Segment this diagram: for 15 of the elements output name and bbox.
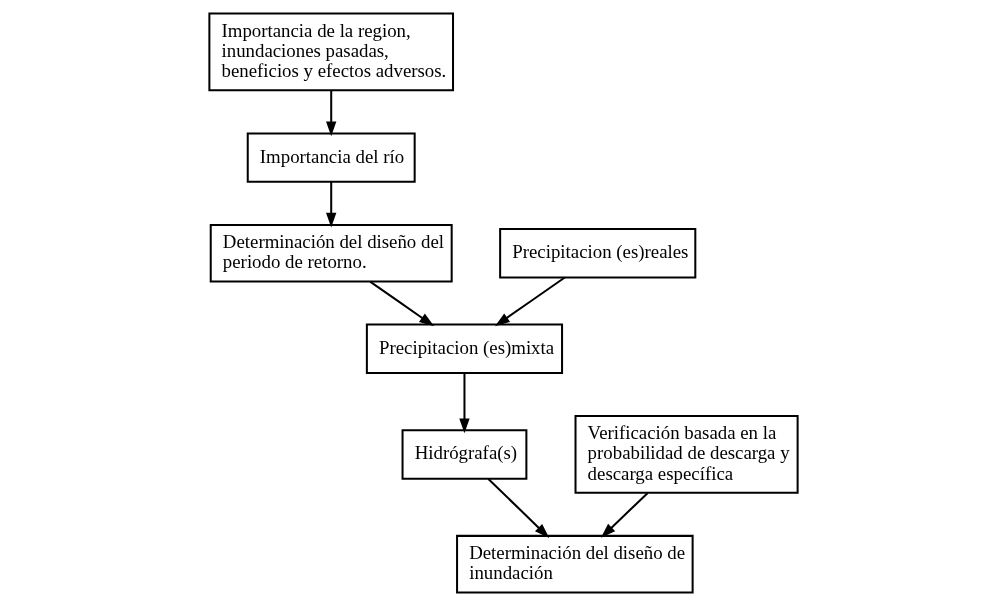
arrow: [487, 478, 549, 538]
node-box: Importancia del río: [246, 132, 416, 183]
arrow: [458, 373, 470, 434]
node-box: Determinación del diseño del periodo de retorno.: [209, 223, 453, 283]
node-box: Hidrógrafa(s): [401, 429, 527, 480]
arrow: [600, 492, 648, 538]
arrow: [494, 276, 565, 327]
arrow: [325, 90, 336, 137]
node-box: Precipitacion (es)reales: [498, 227, 696, 279]
node-box: Determinación del diseño de inundación: [455, 534, 694, 594]
node-box: Importancia de la region, inundaciones pasadas, beneficios y efectos adversos.: [207, 12, 454, 92]
node-box: Precipitacion (es)mixta: [365, 323, 563, 374]
arrow: [325, 181, 336, 228]
node-box: Verificación basada en la probabilidad de descarga y descarga específica: [574, 415, 799, 494]
arrow: [369, 280, 434, 327]
